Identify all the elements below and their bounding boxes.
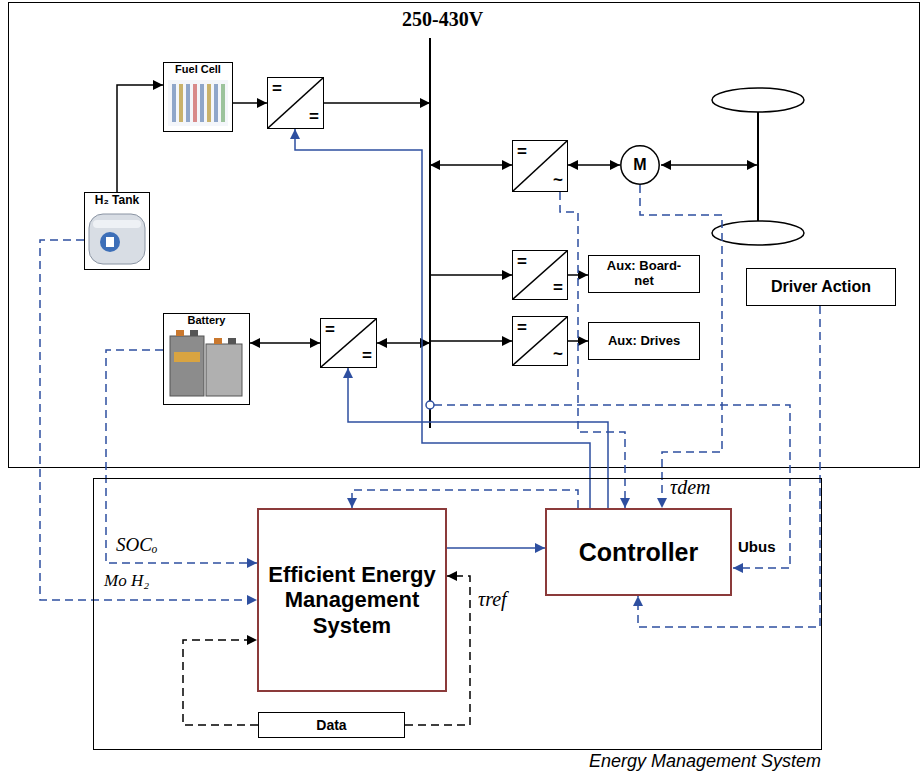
dcdc-converter: == xyxy=(512,250,568,300)
signal-connector xyxy=(352,490,578,508)
signal-connector xyxy=(183,640,258,725)
connector xyxy=(250,342,320,344)
wheel xyxy=(712,88,804,112)
shaft-wire xyxy=(661,164,757,166)
converter-symbol: = xyxy=(553,279,563,296)
ems-region: Energy Management SystemEfficient Energy… xyxy=(93,478,822,750)
box-label: Efficient Energy Management System xyxy=(266,562,438,638)
component-title: H₂ Tank xyxy=(93,193,141,207)
signal-name: τref xyxy=(478,588,507,611)
converter-symbol: = xyxy=(517,143,527,160)
converter-symbol: = xyxy=(362,347,372,364)
powertrain-region xyxy=(9,3,920,468)
component-title: Battery xyxy=(186,314,228,327)
bus-voltage: 250-430V xyxy=(402,8,483,31)
battery-picture xyxy=(170,330,242,396)
power-wire xyxy=(430,274,512,276)
motor-circle: M xyxy=(620,145,660,185)
box-label: Aux: Board-net xyxy=(602,259,686,289)
converter-symbol: = xyxy=(309,108,319,125)
converter-symbol: = xyxy=(325,321,335,338)
bus-voltage-signal xyxy=(434,405,790,568)
dcdc-converter: == xyxy=(267,77,324,129)
box-label: Aux: Drives xyxy=(608,334,680,349)
converter-symbol: ~ xyxy=(553,171,563,188)
power-wire xyxy=(430,164,512,166)
hydrogen-tank-picture xyxy=(89,214,145,264)
voltage-sensor xyxy=(426,401,434,409)
inverter: =~ xyxy=(512,316,568,366)
connector xyxy=(117,85,163,192)
box-label: Controller xyxy=(579,538,698,567)
connector xyxy=(568,274,588,276)
signal-name: SOCₒ xyxy=(116,534,157,556)
component-title: Fuel Cell xyxy=(173,63,223,76)
data-box: Data xyxy=(258,712,405,738)
driver-box: Driver Action xyxy=(746,268,896,306)
power-wire xyxy=(324,102,430,104)
controller-box: Controller xyxy=(545,508,732,596)
fuel-cell-picture xyxy=(168,80,228,126)
connector xyxy=(295,129,590,508)
box-label: Driver Action xyxy=(771,278,871,296)
hydrogen-tank-box: H₂ Tank xyxy=(84,192,150,270)
connector xyxy=(233,102,267,104)
converter-symbol: = xyxy=(272,80,282,97)
connector xyxy=(348,368,608,508)
box-label: Data xyxy=(316,717,346,733)
connector xyxy=(568,164,620,166)
connector-layer xyxy=(40,85,820,725)
auxiliary-box: Aux: Drives xyxy=(588,322,700,360)
auxiliary-box: Aux: Board-net xyxy=(588,255,700,293)
dcdc-converter: == xyxy=(320,318,377,368)
wheel xyxy=(712,221,804,245)
fuel-cell-box: Fuel Cell xyxy=(163,62,233,132)
ems-box: Efficient Energy Management System xyxy=(257,508,447,692)
axle xyxy=(757,112,759,221)
signal-name: τdem xyxy=(670,476,710,499)
inverter: =~ xyxy=(512,140,568,192)
converter-symbol: = xyxy=(517,319,527,336)
converter-symbol: ~ xyxy=(553,345,563,362)
signal-name: Ubus xyxy=(738,538,776,555)
power-wire xyxy=(430,340,512,342)
dc-bus xyxy=(429,38,431,428)
region-caption: Energy Management System xyxy=(589,751,821,772)
connector xyxy=(568,340,588,342)
signal-name: Mo H₂ xyxy=(104,571,149,591)
connector xyxy=(447,547,545,549)
signal-connector xyxy=(106,350,257,563)
battery-box: Battery xyxy=(163,313,250,405)
signal-connector xyxy=(40,240,257,600)
motor-label: M xyxy=(633,156,646,174)
converter-symbol: = xyxy=(517,253,527,270)
